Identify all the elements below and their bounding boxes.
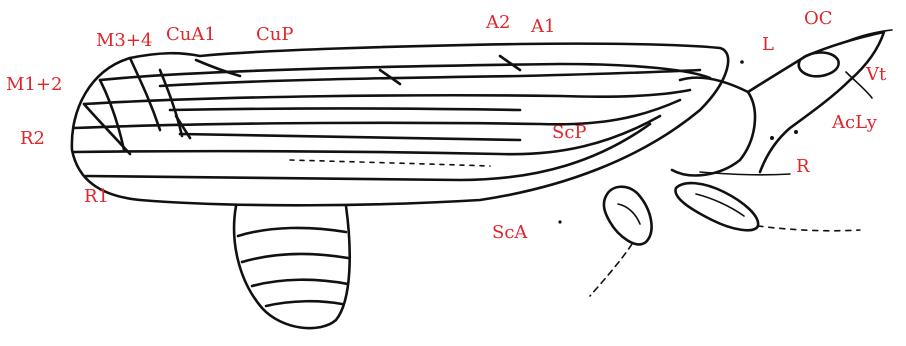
cross-vein (84, 104, 130, 154)
label-m34: M3+4 (96, 32, 152, 50)
vein (170, 109, 520, 111)
label-cup: CuP (256, 26, 293, 44)
abdomen-segment (252, 280, 348, 286)
vein (180, 134, 520, 140)
leg-extension (758, 226, 860, 231)
speck (558, 220, 561, 223)
speck (740, 60, 744, 64)
fore-leg (604, 187, 652, 245)
label-r2: R2 (20, 130, 45, 148)
dashed-vein (290, 160, 490, 166)
abdomen (234, 206, 350, 328)
label-cua1: CuA1 (166, 26, 216, 44)
label-r: R (796, 158, 810, 176)
label-a1: A1 (531, 18, 555, 36)
cross-vein (130, 58, 160, 130)
label-scp: ScP (552, 124, 587, 142)
label-m12: M1+2 (6, 76, 62, 94)
label-a2: A2 (486, 14, 510, 32)
label-vt: Vt (866, 66, 886, 84)
abdomen-segment (242, 254, 348, 262)
tibia (590, 244, 632, 296)
speck (770, 136, 774, 140)
ocellus (799, 53, 839, 77)
label-l: L (762, 36, 774, 54)
vein (84, 90, 690, 104)
label-sca: ScA (492, 224, 527, 242)
abdomen-segment (238, 228, 346, 236)
mid-leg-inner (696, 194, 744, 216)
label-r1: R1 (84, 188, 109, 206)
label-aclty: AcLy (832, 114, 877, 132)
label-oc: OC (804, 10, 833, 28)
abdomen-segment (266, 301, 342, 306)
cross-vein (100, 80, 124, 150)
cross-vein (500, 56, 520, 70)
speck (794, 130, 798, 134)
vein (74, 100, 680, 128)
fore-leg-inner (618, 204, 640, 224)
mid-leg (675, 183, 758, 230)
